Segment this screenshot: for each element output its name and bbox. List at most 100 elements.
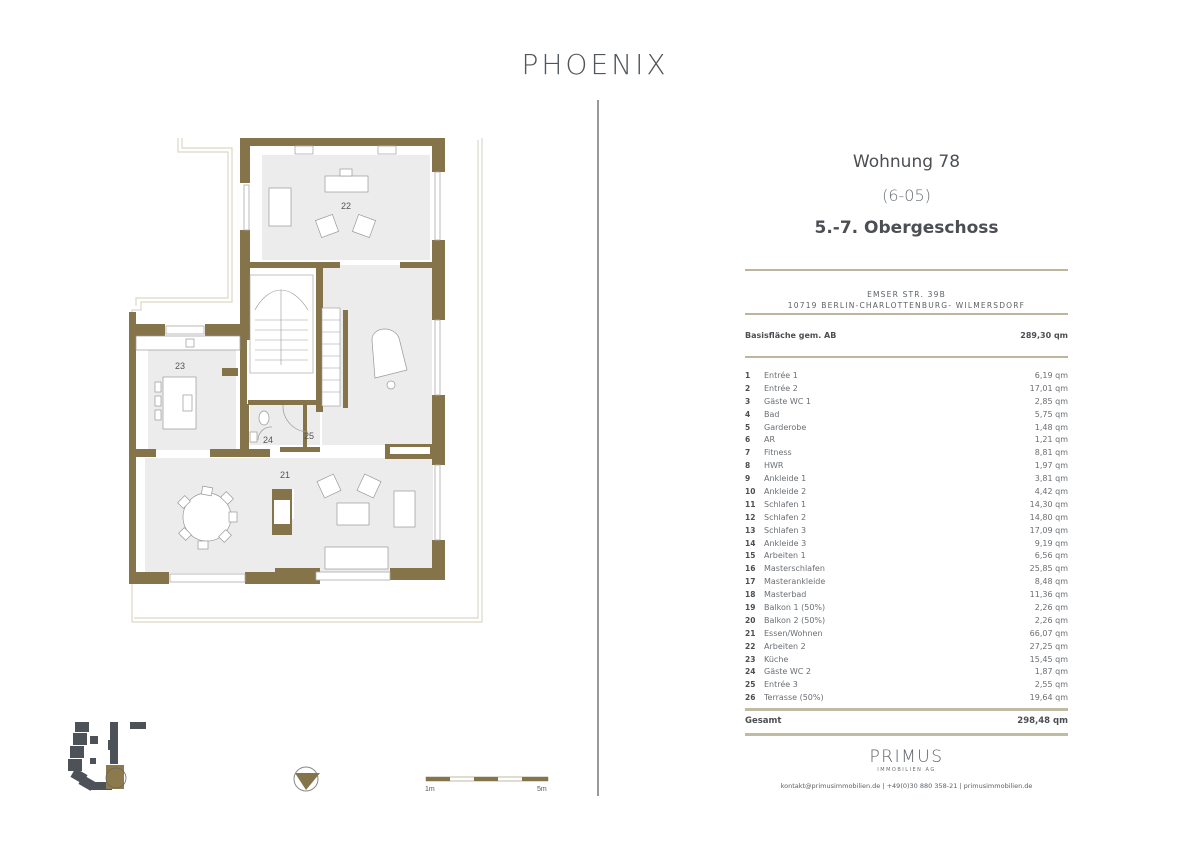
room-area: 3,81 qm — [1034, 474, 1068, 484]
room-number: 25 — [745, 680, 756, 690]
room-name: Gäste WC 1 — [764, 396, 811, 406]
room-number: 12 — [745, 512, 756, 522]
room-label-23: 23 — [175, 361, 185, 371]
room-row: 24 Gäste WC 2 1,87 qm — [745, 665, 1068, 678]
room-number: 16 — [745, 564, 756, 574]
room-area: 1,48 qm — [1034, 422, 1068, 432]
room-name: AR — [764, 435, 776, 445]
room-area: 6,56 qm — [1034, 551, 1068, 561]
room-number: 9 — [745, 474, 751, 484]
room-area: 4,42 qm — [1034, 486, 1068, 496]
room-row: 2 Entrée 2 17,01 qm — [745, 382, 1068, 395]
furniture-living — [177, 473, 416, 570]
room-name: Arbeiten 1 — [764, 551, 806, 561]
room-number: 11 — [745, 499, 756, 509]
room-number: 20 — [745, 615, 756, 625]
room-name: Fitness — [764, 448, 792, 458]
room-number: 14 — [745, 538, 756, 548]
room-area: 25,85 qm — [1029, 564, 1068, 574]
room-area: 9,19 qm — [1034, 538, 1068, 548]
room-number: 22 — [745, 641, 756, 651]
room-name: Schlafen 3 — [764, 525, 807, 535]
room-row: 19 Balkon 1 (50%) 2,26 qm — [745, 601, 1068, 614]
furniture-kitchen — [135, 335, 241, 430]
room-name: Garderobe — [764, 422, 807, 432]
room-name: Terrasse (50%) — [764, 693, 824, 703]
room-row: 4 Bad 5,75 qm — [745, 408, 1068, 421]
room-name: Gäste WC 2 — [764, 667, 811, 677]
rule-total-top — [745, 708, 1068, 711]
north-arrow-icon — [293, 766, 320, 792]
rule-address — [745, 313, 1068, 315]
room-row: 26 Terrasse (50%) 19,64 qm — [745, 691, 1068, 704]
room-area: 5,75 qm — [1034, 409, 1068, 419]
terrace-outline — [131, 138, 483, 623]
room-row: 16 Masterschlafen 25,85 qm — [745, 562, 1068, 575]
room-number: 19 — [745, 602, 756, 612]
scale-end-label: 5m — [537, 786, 547, 793]
room-number: 24 — [745, 667, 756, 677]
room-name: Masterschlafen — [764, 564, 825, 574]
basis-area-row: Basisfläche gem. AB 289,30 qm — [745, 331, 1068, 340]
room-name: Balkon 2 (50%) — [764, 615, 826, 625]
room-number: 15 — [745, 551, 756, 561]
room-number: 13 — [745, 525, 756, 535]
room-number: 5 — [745, 422, 751, 432]
rule-basis — [745, 356, 1068, 358]
building-key-plan — [68, 722, 146, 791]
room-name: Essen/Wohnen — [764, 628, 823, 638]
room-name: HWR — [764, 461, 784, 471]
room-number: 1 — [745, 370, 751, 380]
phoenix-logo: PHOENIX — [521, 48, 669, 81]
room-number: 8 — [745, 461, 751, 471]
address: EMSER STR. 39B 10719 BERLIN-CHARLOTTENBU… — [745, 289, 1068, 311]
room-area: 17,01 qm — [1029, 383, 1068, 393]
total-value: 298,48 qm — [1017, 716, 1068, 726]
contact-line: kontakt@primusimmobilien.de | +49(0)30 8… — [780, 782, 1033, 790]
room-label-22: 22 — [341, 201, 351, 211]
address-line-2: 10719 BERLIN-CHARLOTTENBURG- WILMERSDORF — [787, 301, 1026, 310]
room-area: 2,26 qm — [1034, 602, 1068, 612]
apartment-code: (6-05) — [882, 186, 931, 205]
room-number: 2 — [745, 383, 751, 393]
primus-logo-sub: IMMOBILIEN AG — [877, 767, 936, 773]
room-name: Entrée 1 — [764, 370, 798, 380]
room-number: 4 — [745, 409, 751, 419]
room-number: 17 — [745, 577, 756, 587]
room-number: 26 — [745, 693, 756, 703]
room-name: Schlafen 1 — [764, 499, 807, 509]
scale-start-label: 1m — [425, 786, 435, 793]
total-row: Gesamt 298,48 qm — [745, 716, 1068, 726]
room-area: 1,87 qm — [1034, 667, 1068, 677]
room-area: 8,48 qm — [1034, 577, 1068, 587]
room-name: Bad — [764, 409, 780, 419]
room-name: Entrée 3 — [764, 680, 798, 690]
room-area: 66,07 qm — [1029, 628, 1068, 638]
room-row: 11 Schlafen 1 14,30 qm — [745, 498, 1068, 511]
room-area: 19,64 qm — [1029, 693, 1068, 703]
room-number: 3 — [745, 396, 751, 406]
room-area: 14,30 qm — [1029, 499, 1068, 509]
vertical-divider — [597, 100, 599, 796]
staircase — [249, 274, 341, 407]
room-name: Balkon 1 (50%) — [764, 602, 826, 612]
apartment-title: Wohnung 78 — [852, 152, 961, 172]
room-name: Schlafen 2 — [764, 512, 807, 522]
room-name: Entrée 2 — [764, 383, 798, 393]
room-name: Küche — [764, 654, 789, 664]
room-name: Arbeiten 2 — [764, 641, 806, 651]
room-area: 1,21 qm — [1034, 435, 1068, 445]
